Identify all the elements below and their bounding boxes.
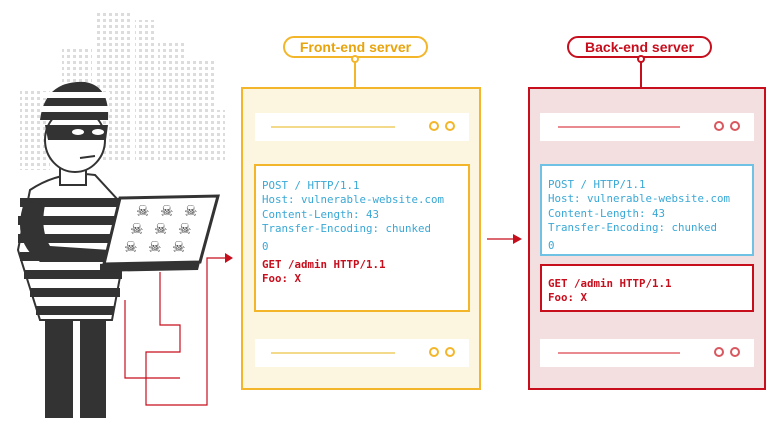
svg-text:☠: ☠	[136, 202, 149, 220]
back-end-second-request: GET /admin HTTP/1.1 Foo: X	[540, 264, 754, 312]
smuggled-line: GET /admin HTTP/1.1	[548, 277, 672, 290]
svg-text:☠: ☠	[172, 238, 185, 256]
server-slot-top	[255, 113, 469, 141]
front-end-server: POST / HTTP/1.1 Host: vulnerable-website…	[241, 87, 481, 390]
request-line: Transfer-Encoding: chunked	[548, 221, 718, 235]
request-line: Host: vulnerable-website.com	[262, 193, 445, 207]
status-led-icon	[445, 347, 455, 357]
status-led-icon	[429, 347, 439, 357]
request-line: Host: vulnerable-website.com	[548, 192, 731, 206]
request-line: Content-Length: 43	[262, 207, 380, 221]
server-slot-top	[540, 113, 754, 141]
svg-text:☠: ☠	[130, 220, 143, 238]
status-led-icon	[429, 121, 439, 131]
status-led-icon	[730, 347, 740, 357]
request-line: Transfer-Encoding: chunked	[262, 222, 432, 236]
back-end-first-request: POST / HTTP/1.1 Host: vulnerable-website…	[540, 164, 754, 256]
svg-text:☠: ☠	[178, 220, 191, 238]
front-end-request: POST / HTTP/1.1 Host: vulnerable-website…	[254, 164, 470, 312]
server-slot-bottom	[540, 339, 754, 367]
svg-text:☠: ☠	[148, 238, 161, 256]
request-line: 0	[548, 238, 555, 252]
back-end-connector-dot	[637, 55, 645, 63]
svg-text:☠: ☠	[184, 202, 197, 220]
status-led-icon	[714, 347, 724, 357]
svg-text:☠: ☠	[124, 238, 137, 256]
request-line: POST / HTTP/1.1	[548, 178, 646, 191]
smuggled-line: Foo: X	[548, 291, 588, 305]
request-line: 0	[262, 239, 269, 253]
back-end-server: POST / HTTP/1.1 Host: vulnerable-website…	[528, 87, 766, 390]
svg-text:☠: ☠	[154, 220, 167, 238]
status-led-icon	[730, 121, 740, 131]
svg-text:☠: ☠	[160, 202, 173, 220]
front-end-connector-dot	[351, 55, 359, 63]
laptop-skulls-icon: ☠☠☠ ☠☠☠ ☠☠☠	[100, 194, 220, 272]
smuggled-line: GET /admin HTTP/1.1	[262, 258, 386, 272]
smuggled-line: Foo: X	[262, 272, 302, 286]
hacker-figure-icon	[16, 81, 127, 418]
status-led-icon	[714, 121, 724, 131]
status-led-icon	[445, 121, 455, 131]
request-line: Content-Length: 43	[548, 206, 666, 220]
server-slot-bottom	[255, 339, 469, 367]
request-line: POST / HTTP/1.1	[262, 179, 360, 192]
